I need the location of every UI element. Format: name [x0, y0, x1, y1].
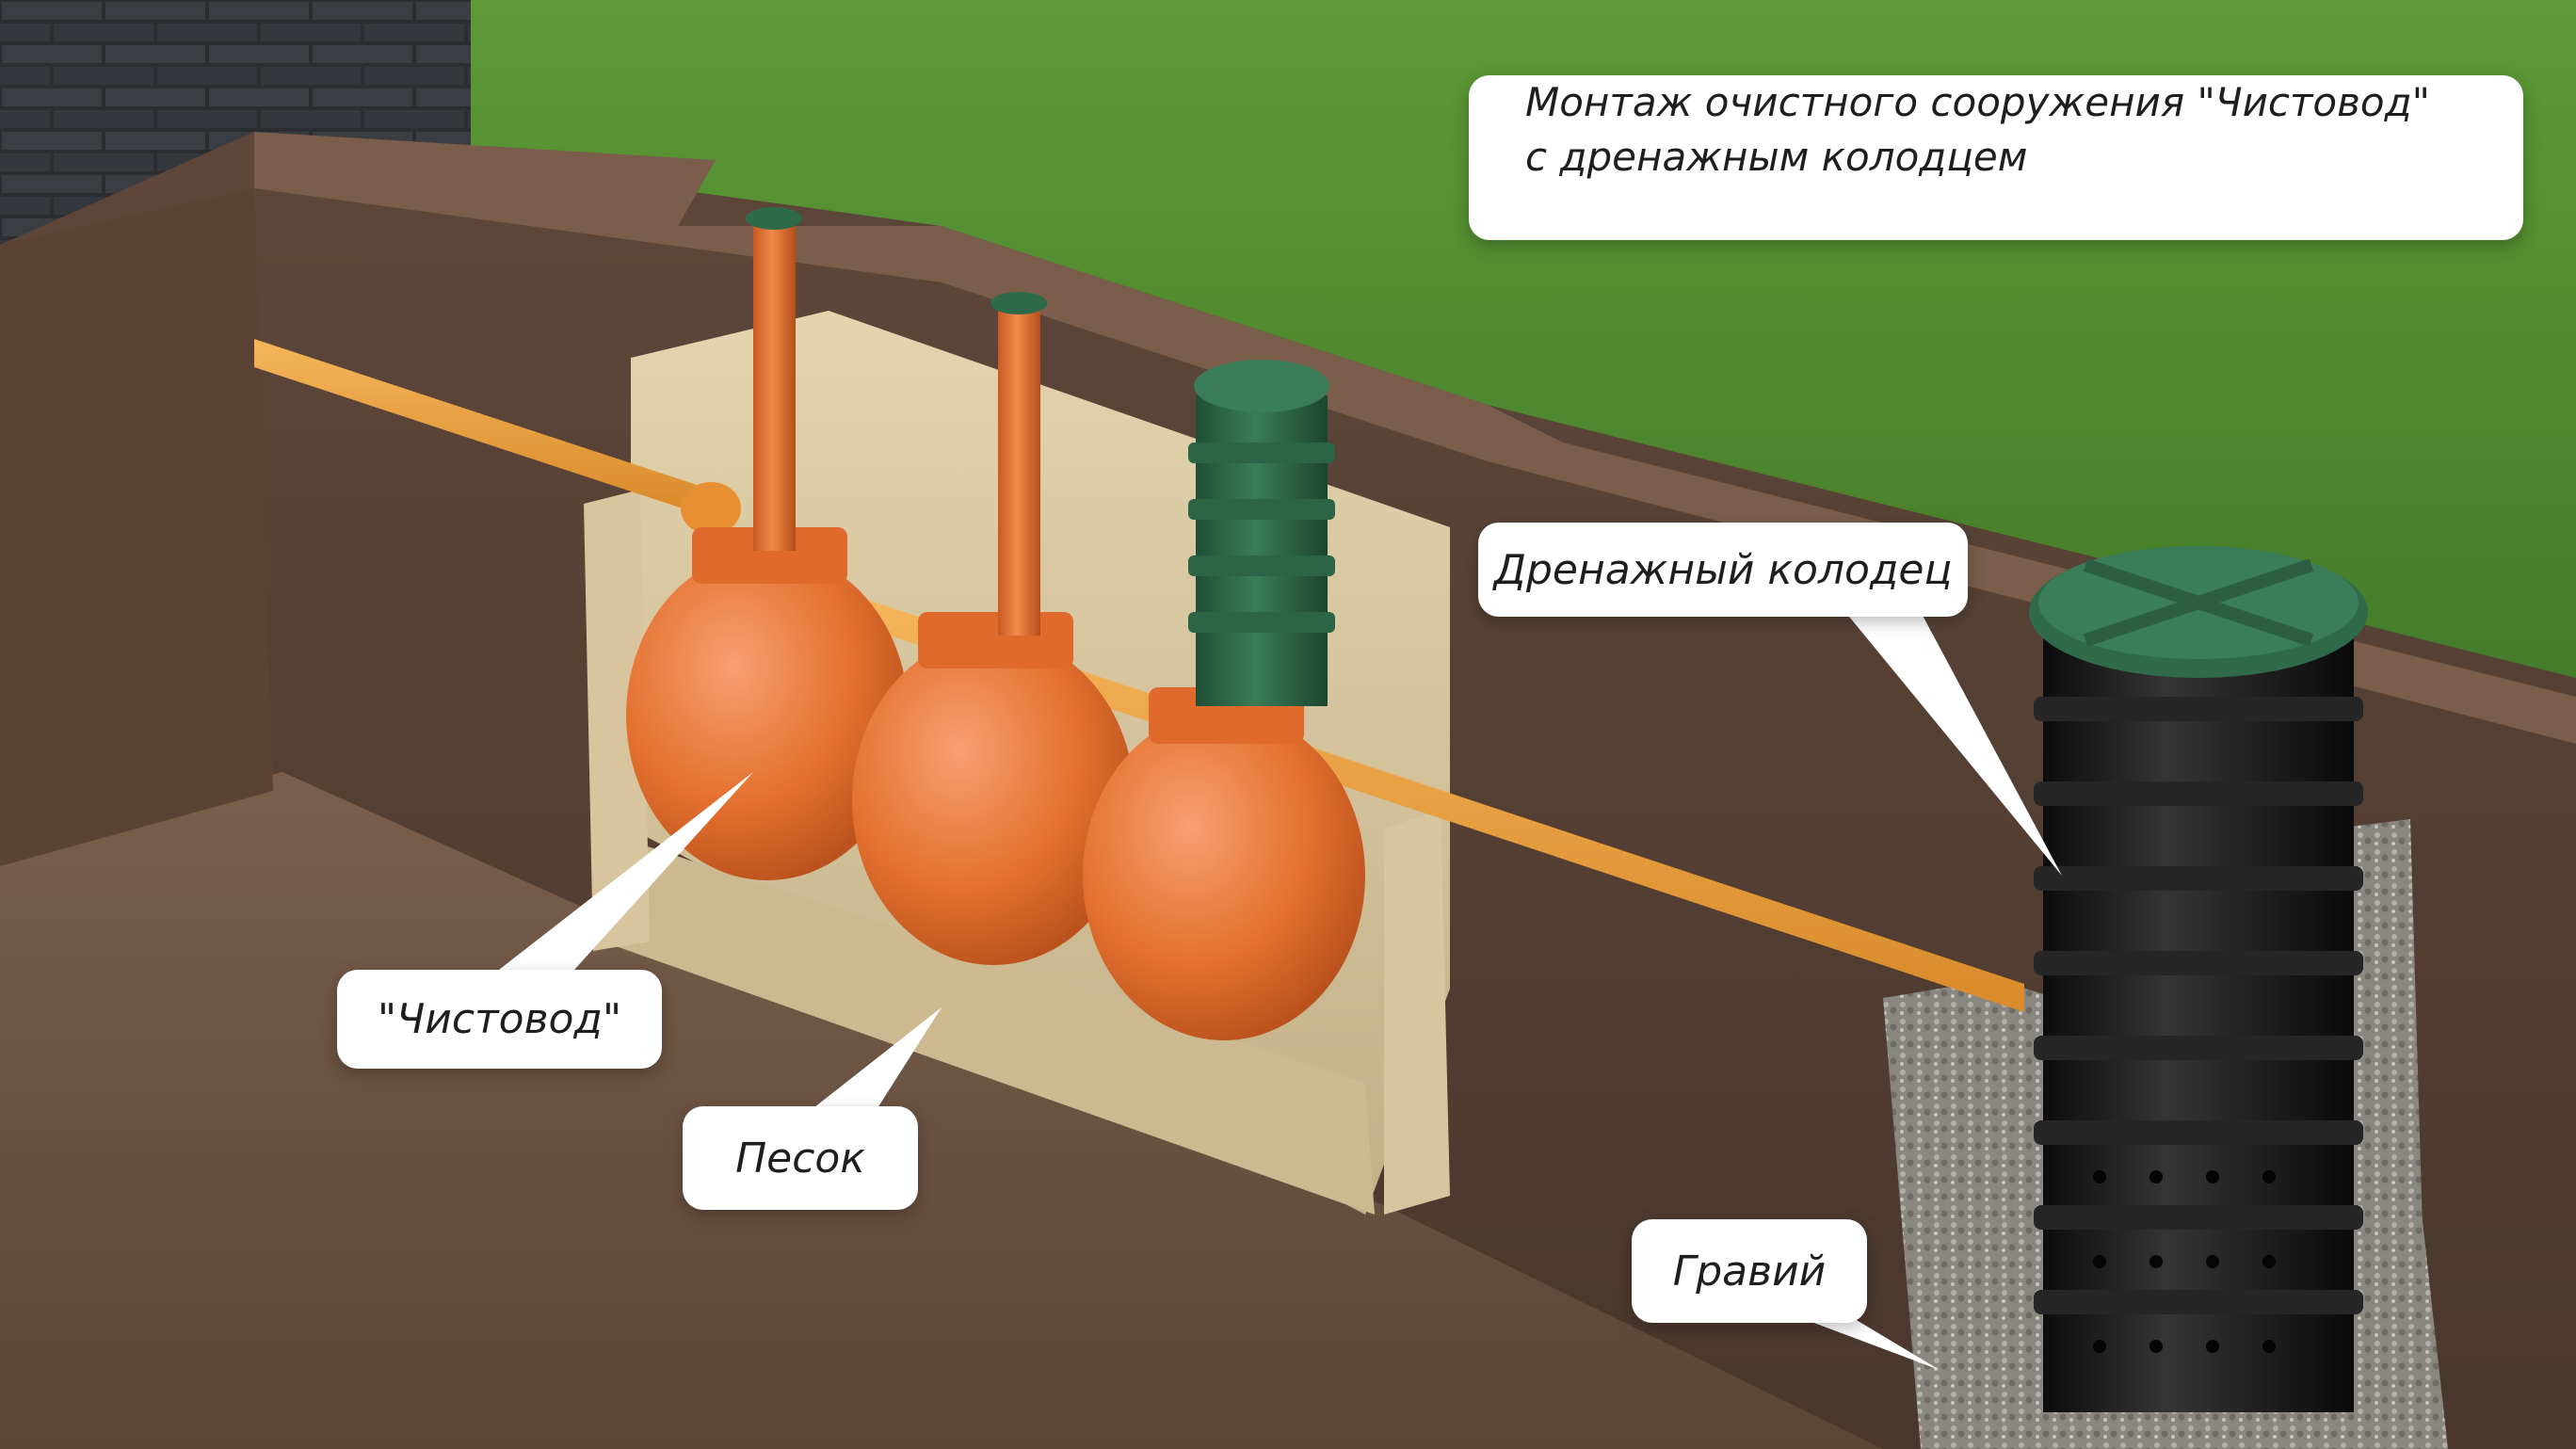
- chistovod-label: "Чистовод": [337, 970, 662, 1069]
- trench-left-wall: [0, 188, 273, 866]
- pointer-gravel: [1789, 1313, 1940, 1370]
- title-line-1: Монтаж очистного сооружения "Чистовод": [1525, 79, 2430, 125]
- pipe-elbow: [681, 482, 741, 535]
- soil-cut-edge: [254, 132, 2576, 744]
- trench-floor: [0, 772, 1883, 1449]
- sand-label: Песок: [683, 1106, 918, 1210]
- tank-2: [852, 292, 1135, 965]
- sand-bed-right-post: [1384, 810, 1450, 1215]
- drainage-well-label: Дренажный колодец: [1478, 523, 1968, 617]
- pointer-sand: [810, 1007, 942, 1111]
- sand-bed: [593, 829, 1375, 1215]
- drainage-well: [2029, 546, 2368, 1412]
- gravel-label: Гравий: [1632, 1219, 1867, 1323]
- sand-bed-left-post: [584, 490, 650, 951]
- green-riser: [1188, 360, 1335, 706]
- pointer-drainage: [1845, 612, 2062, 876]
- title-callout: Монтаж очистного сооружения "Чистовод" с…: [1469, 75, 2523, 240]
- inlet-pipe: [254, 339, 697, 513]
- pointer-chistovod: [499, 772, 753, 970]
- title-line-2: с дренажным колодцем: [1525, 134, 2028, 180]
- outlet-pipe: [847, 593, 2024, 1012]
- tank-1: [626, 207, 909, 880]
